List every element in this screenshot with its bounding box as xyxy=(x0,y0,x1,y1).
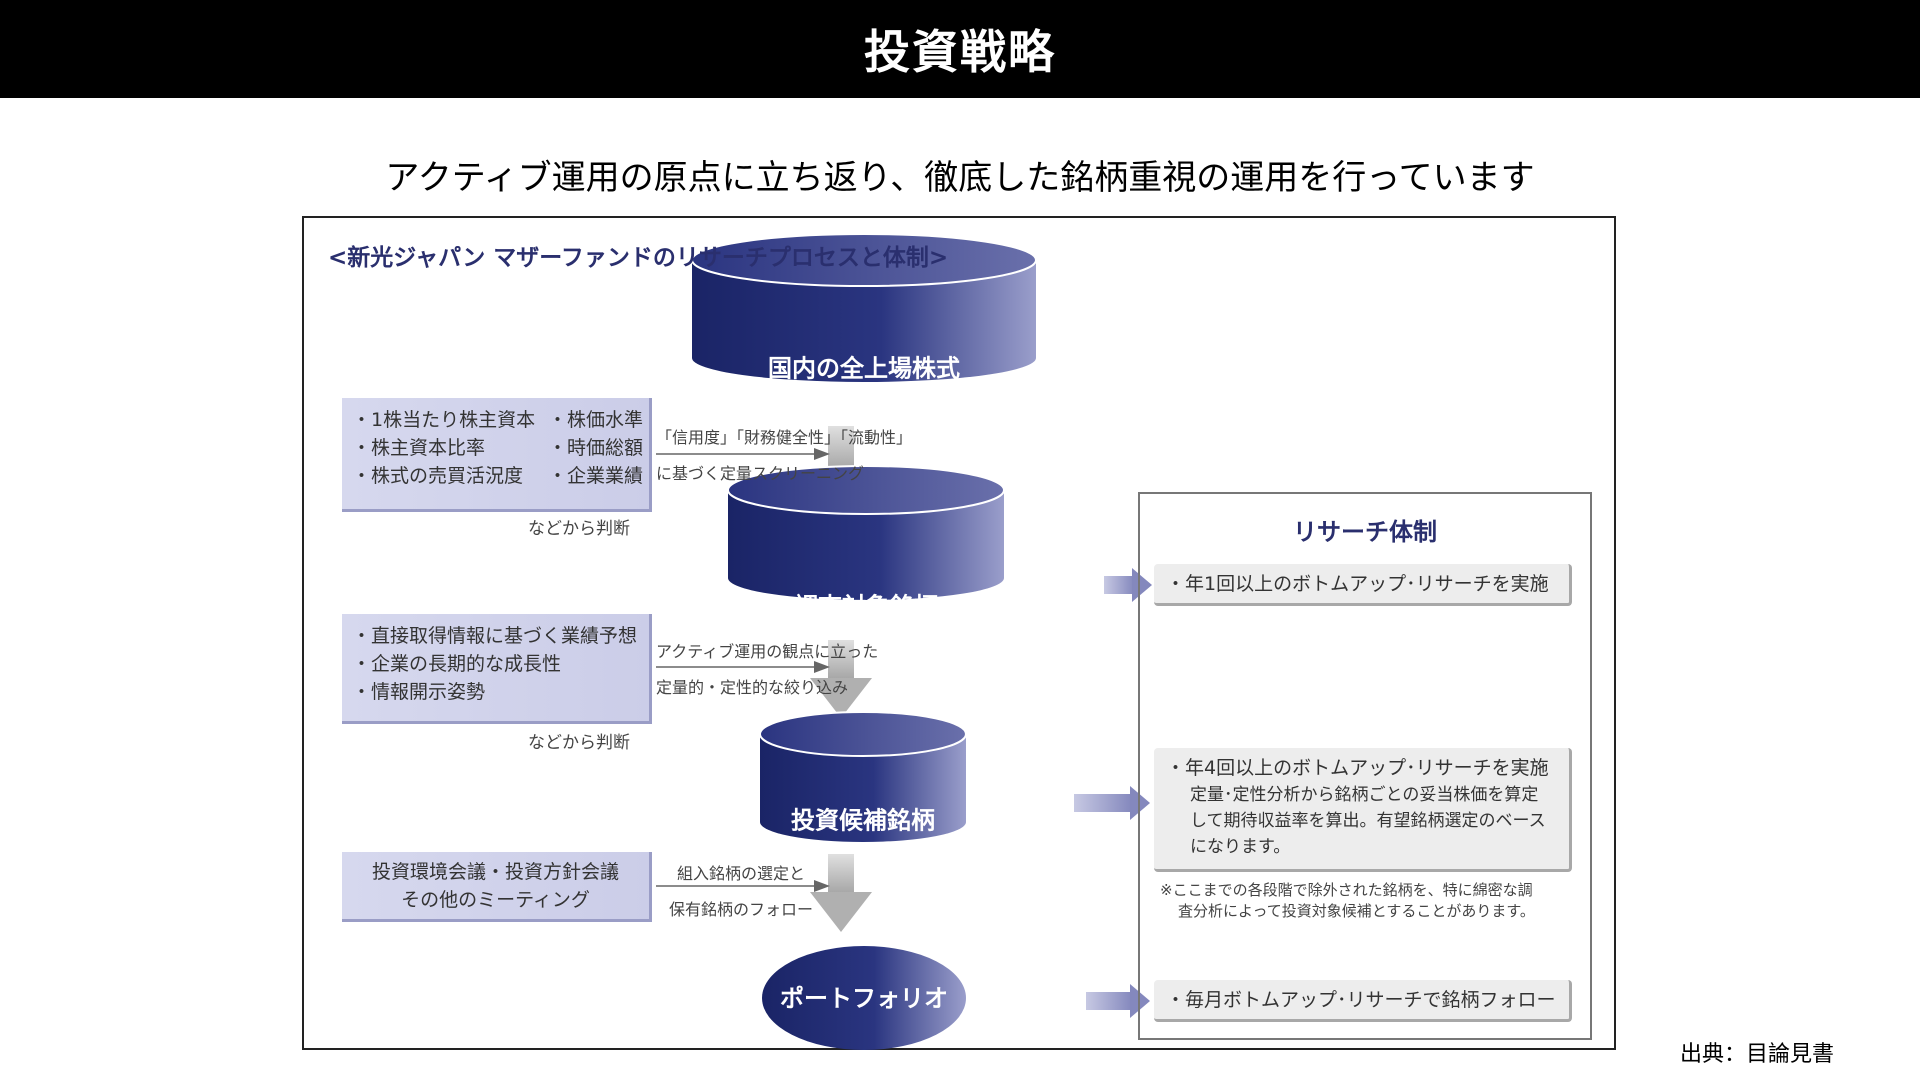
research-line: して期待収益率を算出。有望銘柄選定のベース xyxy=(1190,811,1546,831)
criteria-item: ・株価水準 xyxy=(548,409,644,431)
criteria-footer-1: などから判断 xyxy=(528,519,630,539)
criteria-item: ・株主資本比率 xyxy=(352,437,486,459)
criteria-arrow-text-1b: に基づく定量スクリーニング xyxy=(656,464,865,483)
research-note-line: 査分析によって投資対象候補とすることがあります。 xyxy=(1178,902,1535,920)
criteria-box-1: ・1株当たり株主資本・株価水準 ・株主資本比率 ・時価総額 ・株式の売買活況度 ・企… xyxy=(342,398,652,512)
criteria-row: ・株主資本比率 ・時価総額 xyxy=(352,434,643,462)
research-arrow-1 xyxy=(1104,568,1152,602)
stage-ellipse-4 xyxy=(762,946,966,1050)
criteria-arrow-text-2b: 定量的・定性的な絞り込み xyxy=(656,678,849,697)
criteria-arrow-text-1a: 「信用度」「財務健全性」「流動性」 xyxy=(656,428,913,447)
criteria-arrow-text-3a: 組入銘柄の選定と xyxy=(676,864,805,883)
down-arrow-2 xyxy=(810,640,872,718)
research-line: になります。 xyxy=(1190,837,1291,857)
research-note-line: ※ここまでの各段階で除外された銘柄を、特に綿密な調 xyxy=(1160,881,1533,899)
page-subtitle: アクティブ運用の原点に立ち返り、徹底した銘柄重視の運用を行っています xyxy=(385,158,1535,198)
criteria-row: ・株式の売買活況度 ・企業業績 xyxy=(352,462,643,490)
criteria-item: ・1株当たり株主資本 xyxy=(352,409,536,431)
criteria-row: ・直接取得情報に基づく業績予想 xyxy=(352,625,638,647)
criteria-item: ・企業業績 xyxy=(548,465,644,487)
criteria-arrow-3 xyxy=(656,880,830,892)
stage-label-2: 調査対象銘柄 xyxy=(794,592,938,621)
research-line: ・年1回以上のボトムアップ･リサーチを実施 xyxy=(1166,573,1549,595)
criteria-arrow-text-3b: 保有銘柄のフォロー xyxy=(668,900,813,919)
panel-title: <新光ジャパン マザーファンドのリサーチプロセスと体制> xyxy=(328,245,949,271)
criteria-row: ・1株当たり株主資本・株価水準 xyxy=(352,406,643,434)
stage-label-4: ポートフォリオ xyxy=(780,984,948,1013)
criteria-box-3: 投資環境会議・投資方針会議 その他のミーティング xyxy=(342,852,652,922)
criteria-box-2: ・直接取得情報に基づく業績予想 ・企業の長期的な成長性 ・情報開示姿勢 xyxy=(342,614,652,724)
research-system-box: リサーチ体制 ・年1回以上のボトムアップ･リサーチを実施 ・年4回以上のボトムア… xyxy=(1138,492,1592,1040)
stage-label-1: 国内の全上場株式 xyxy=(768,354,960,383)
research-arrow-3 xyxy=(1086,984,1150,1018)
research-line: ・毎月ボトムアップ･リサーチで銘柄フォロー xyxy=(1166,989,1556,1011)
stage-cylinder-1 xyxy=(691,233,1037,382)
criteria-arrow-text-2a: アクティブ運用の観点に立った xyxy=(656,642,879,661)
flow-diagram xyxy=(656,233,1152,1050)
criteria-row: ・情報開示姿勢 xyxy=(352,681,486,703)
criteria-arrow-1 xyxy=(656,448,830,460)
down-arrow-3 xyxy=(810,854,872,932)
page-title: 投資戦略 xyxy=(0,0,1920,98)
research-arrow-2 xyxy=(1074,786,1150,820)
stage-cylinder-3 xyxy=(759,711,967,842)
criteria-row: その他のミーティング xyxy=(401,889,590,911)
research-note: ※ここまでの各段階で除外された銘柄を、特に綿密な調 査分析によって投資対象候補と… xyxy=(1160,880,1535,922)
criteria-arrow-2 xyxy=(656,661,830,673)
research-line: 定量･定性分析から銘柄ごとの妥当株価を算定 xyxy=(1190,785,1539,805)
research-item-3: ・毎月ボトムアップ･リサーチで銘柄フォロー xyxy=(1154,980,1572,1022)
research-item-1: ・年1回以上のボトムアップ･リサーチを実施 xyxy=(1154,564,1572,606)
criteria-row: ・企業の長期的な成長性 xyxy=(352,653,562,675)
stage-cylinder-2 xyxy=(727,465,1005,600)
source-credit: 出典：目論見書 xyxy=(1680,1042,1835,1067)
research-title: リサーチ体制 xyxy=(1293,518,1437,546)
criteria-item: ・株式の売買活況度 xyxy=(352,465,524,487)
research-item-2: ・年4回以上のボトムアップ･リサーチを実施 定量･定性分析から銘柄ごとの妥当株価… xyxy=(1154,748,1572,872)
criteria-item: ・時価総額 xyxy=(548,437,644,459)
research-process-panel: <新光ジャパン マザーファンドのリサーチプロセスと体制> 国内の全上場株式 調査… xyxy=(302,216,1616,1050)
stage-label-3: 投資候補銘柄 xyxy=(791,806,935,835)
criteria-row: 投資環境会議・投資方針会議 xyxy=(371,861,619,883)
criteria-footer-2: などから判断 xyxy=(528,733,630,753)
research-line: ・年4回以上のボトムアップ･リサーチを実施 xyxy=(1166,757,1549,779)
